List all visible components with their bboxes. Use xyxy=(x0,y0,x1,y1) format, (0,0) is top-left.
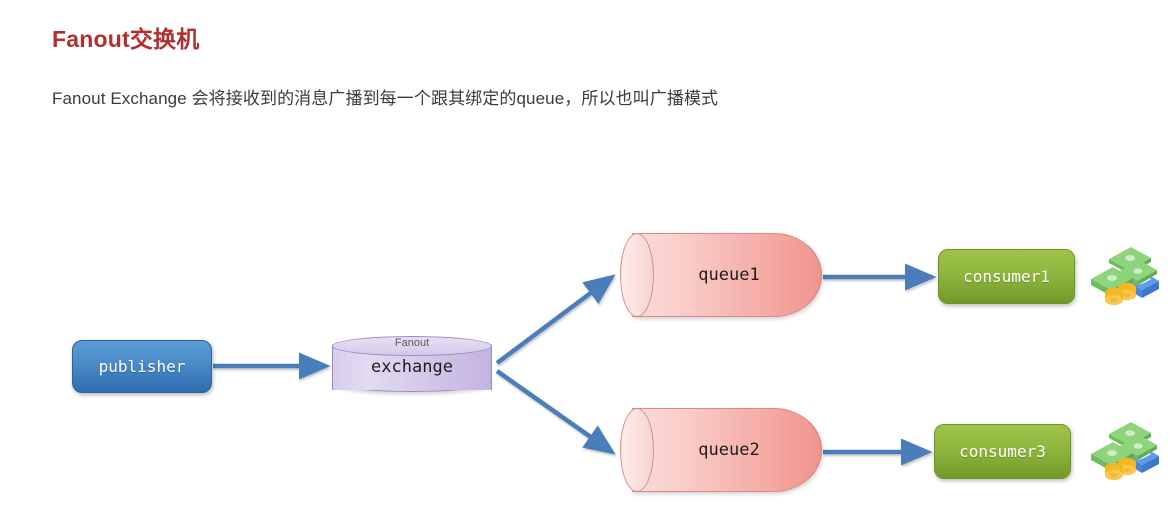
queue2-cylinder-body xyxy=(632,408,822,492)
node-exchange[interactable]: Fanout exchange xyxy=(332,336,492,398)
edge-exchange-to-queue2 xyxy=(495,369,616,455)
node-exchange-type-label: Fanout xyxy=(394,337,430,349)
node-exchange-label: exchange xyxy=(371,357,453,377)
queue2-cylinder-cap xyxy=(620,408,654,492)
node-queue1[interactable]: queue1 xyxy=(620,233,822,317)
node-consumer3-label: consumer3 xyxy=(959,442,1046,461)
page-subtitle: Fanout Exchange 会将接收到的消息广播到每一个跟其绑定的queue… xyxy=(52,89,719,108)
node-publisher-label: publisher xyxy=(98,357,186,376)
node-queue1-label: queue1 xyxy=(698,265,760,285)
money-icon xyxy=(1091,422,1159,481)
node-consumer3[interactable]: consumer3 xyxy=(934,424,1071,479)
node-queue2-label: queue2 xyxy=(698,440,760,460)
node-queue2[interactable]: queue2 xyxy=(620,408,822,492)
exchange-cylinder-top xyxy=(332,336,492,356)
page-title: Fanout交换机 xyxy=(52,26,200,52)
node-consumer1[interactable]: consumer1 xyxy=(938,249,1075,304)
edge-exchange-to-queue1 xyxy=(495,274,616,365)
node-publisher[interactable]: publisher xyxy=(72,340,212,393)
node-consumer1-label: consumer1 xyxy=(963,267,1050,286)
queue1-cylinder-body xyxy=(632,233,822,317)
queue1-cylinder-cap xyxy=(620,233,654,317)
money-icon xyxy=(1091,247,1159,306)
